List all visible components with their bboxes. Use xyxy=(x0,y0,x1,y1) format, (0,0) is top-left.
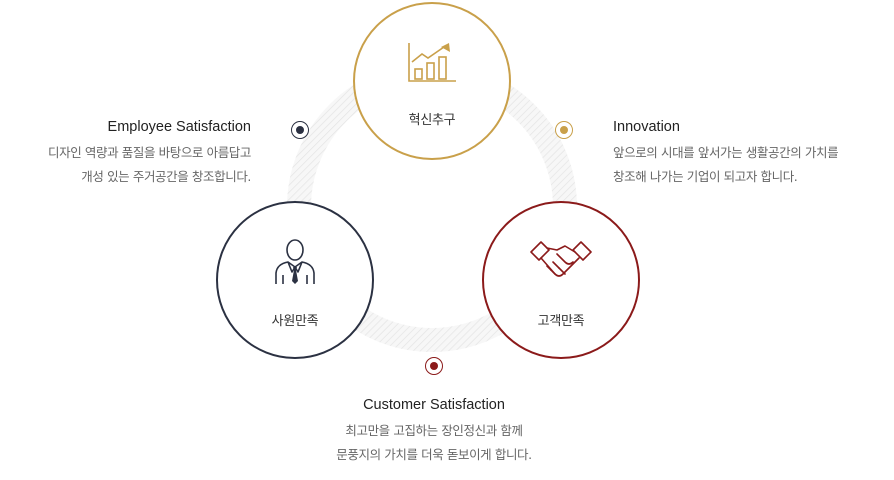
customer-description: Customer Satisfaction 최고만을 고집하는 장인정신과 함께… xyxy=(250,397,618,467)
handshake-icon xyxy=(529,238,593,290)
innovation-desc-line: 창조해 나가는 기업이 되고자 합니다. xyxy=(613,169,798,184)
employee-node: 사원만족 xyxy=(216,201,374,359)
customer-desc-line: 문풍지의 가치를 더욱 돋보이게 합니다. xyxy=(336,447,532,462)
innovation-node: 혁신추구 xyxy=(353,2,511,160)
customer-node: 고객만족 xyxy=(482,201,640,359)
customer-label: 고객만족 xyxy=(537,313,585,329)
customer-marker-dot xyxy=(425,357,443,375)
employee-label: 사원만족 xyxy=(271,313,319,329)
innovation-desc-line: 앞으로의 시대를 앞서가는 생활공간의 가치를 xyxy=(613,145,839,160)
innovation-marker-dot xyxy=(555,121,573,139)
customer-title: Customer Satisfaction xyxy=(363,397,505,413)
employee-marker-dot xyxy=(291,121,309,139)
employee-desc-line: 개성 있는 주거공간을 창조합니다. xyxy=(81,169,251,184)
employee-desc-line: 디자인 역량과 품질을 바탕으로 아름답고 xyxy=(48,145,251,160)
growth-chart-icon xyxy=(406,41,458,89)
innovation-title: Innovation xyxy=(613,119,680,135)
employee-description: Employee Satisfaction 디자인 역량과 품질을 바탕으로 아… xyxy=(48,119,251,189)
employee-title: Employee Satisfaction xyxy=(107,119,251,135)
innovation-description: Innovation 앞으로의 시대를 앞서가는 생활공간의 가치를 창조해 나… xyxy=(613,119,839,189)
customer-desc-line: 최고만을 고집하는 장인정신과 함께 xyxy=(345,423,523,438)
person-in-suit-icon xyxy=(269,238,321,290)
innovation-label: 혁신추구 xyxy=(408,112,456,128)
